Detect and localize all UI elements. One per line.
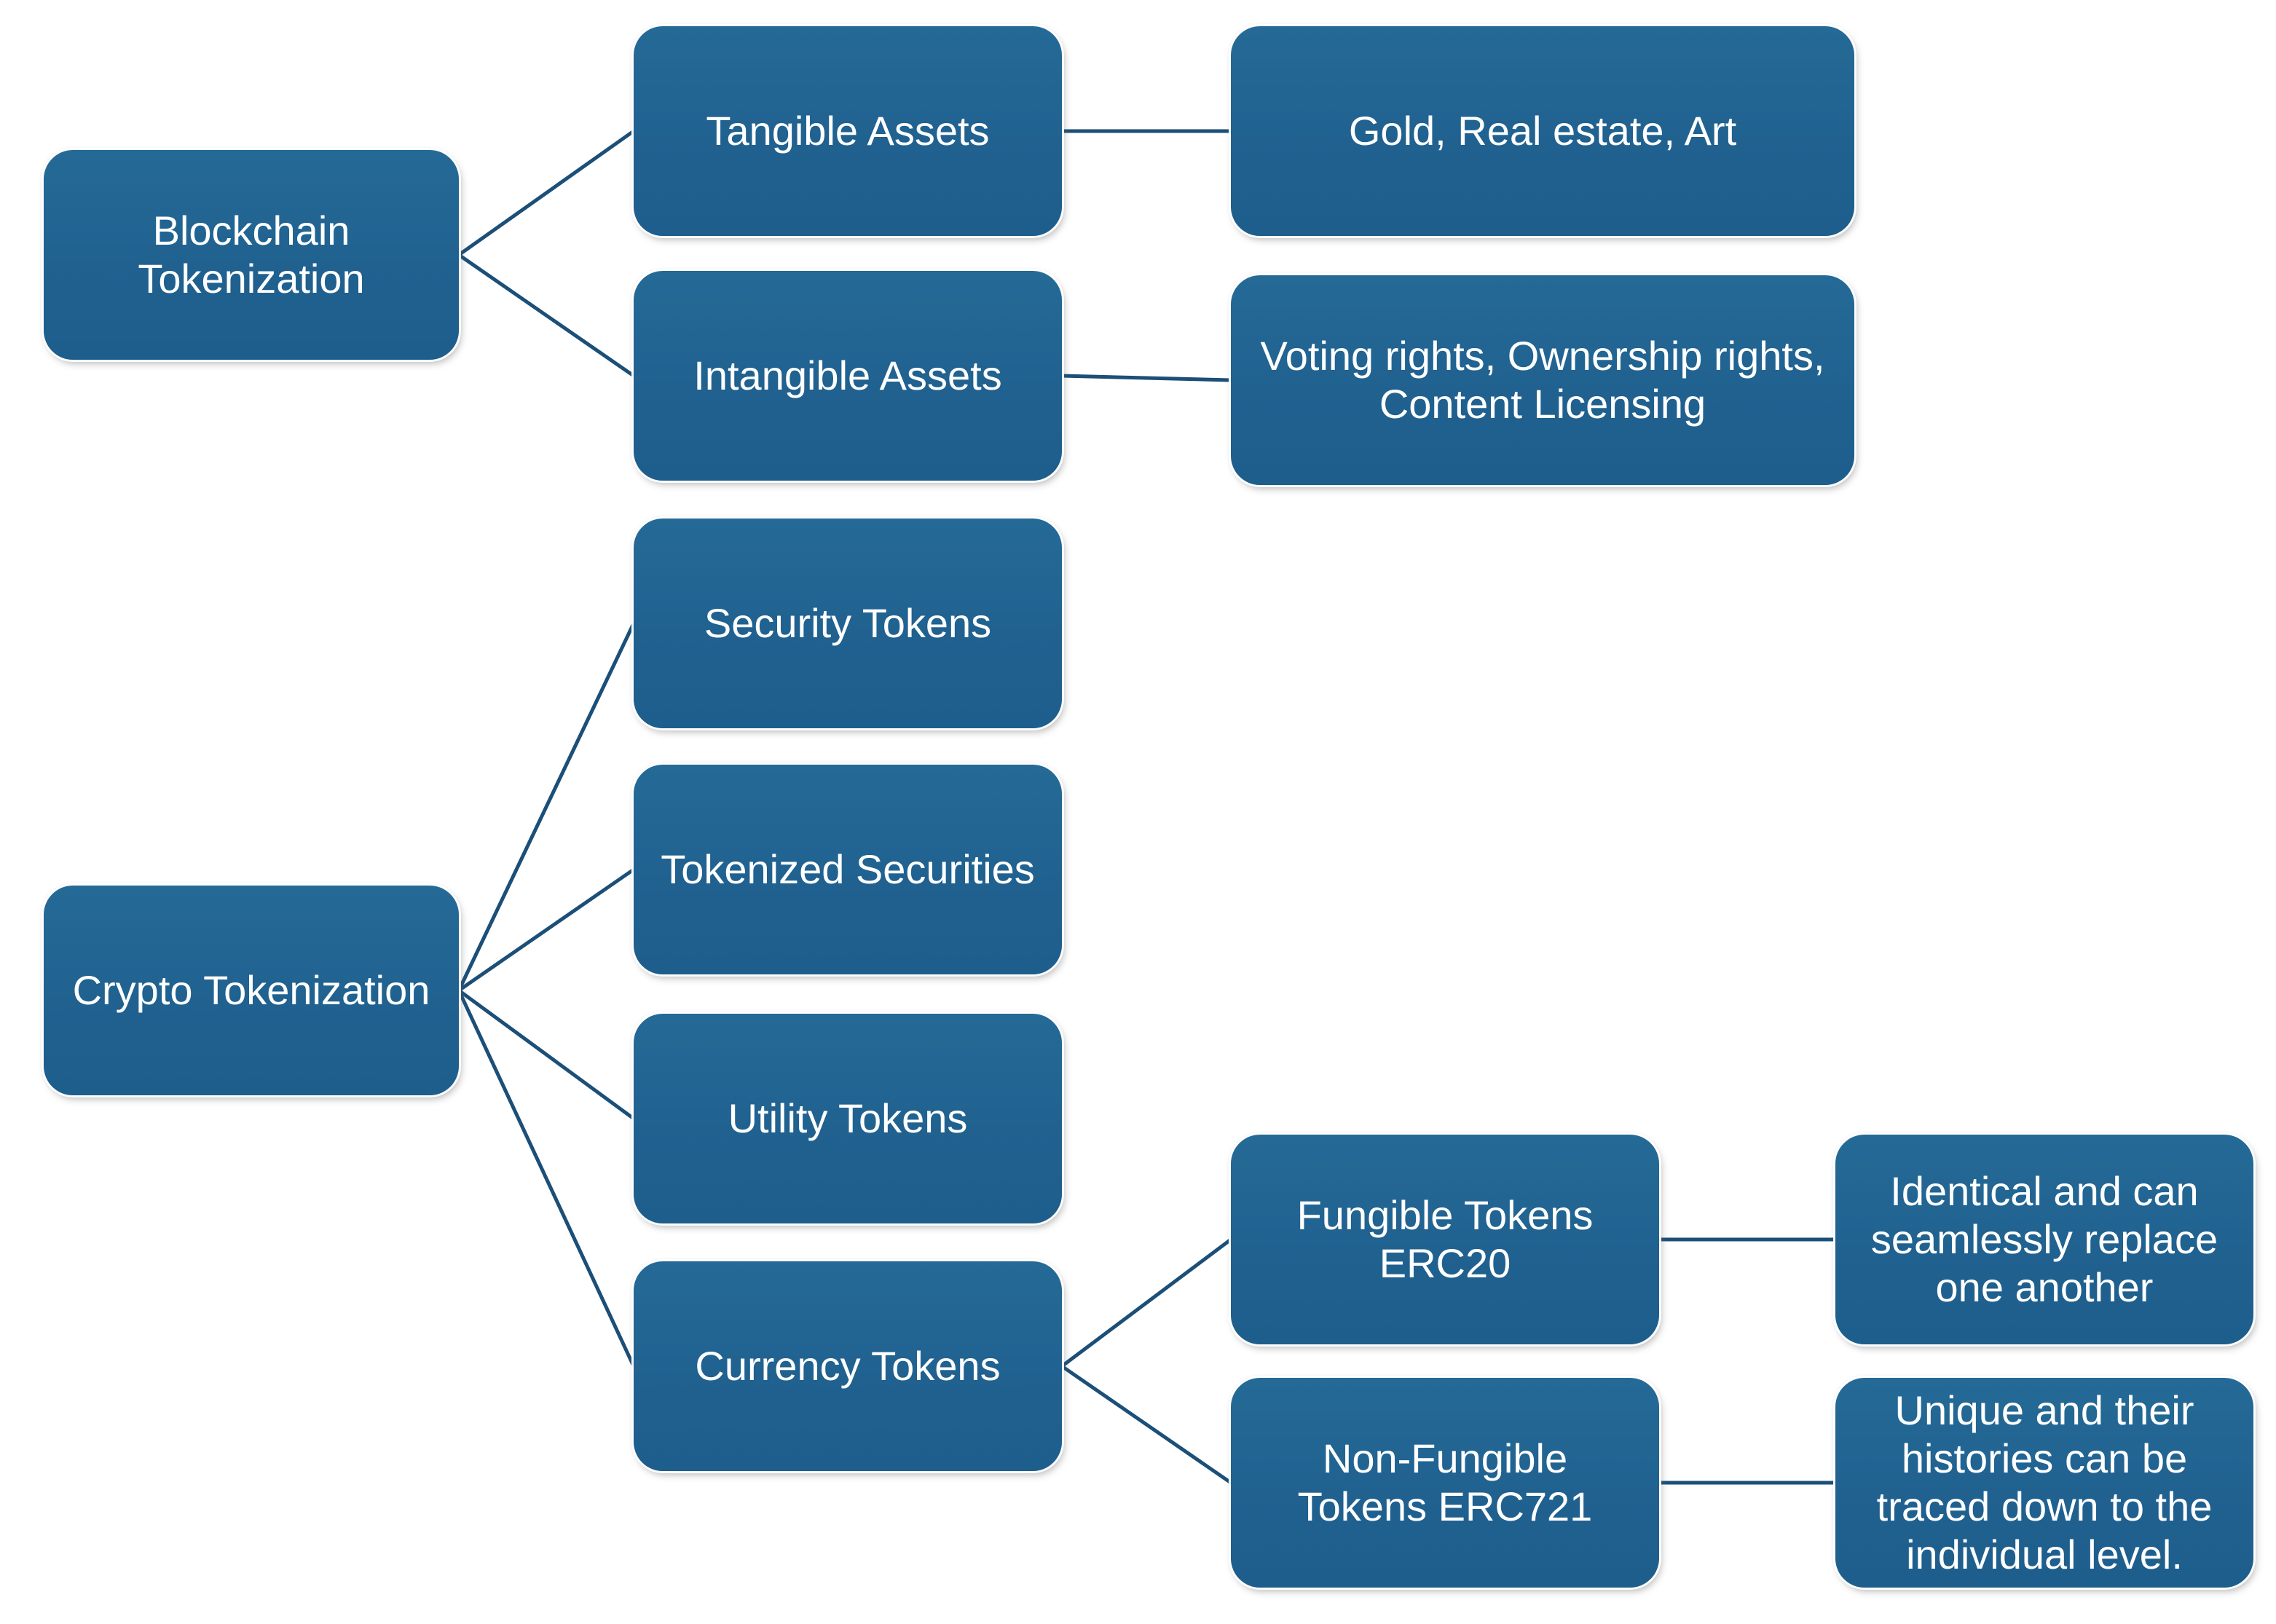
node-label: Blockchain Tokenization: [138, 207, 365, 301]
connector-crypto-tokenized: [457, 867, 635, 993]
connector-blockchain-intangible: [457, 253, 635, 378]
connector-blockchain-tangible: [457, 129, 635, 257]
connector-crypto-currency: [457, 989, 636, 1368]
connector-currency-nonfungible: [1060, 1364, 1232, 1485]
node-currency-tokens: Currency Tokens: [634, 1261, 1062, 1471]
node-label: Utility Tokens: [728, 1095, 968, 1141]
node-label: Unique and their histories can be traced…: [1876, 1387, 2213, 1578]
node-security-tokens: Security Tokens: [634, 519, 1062, 728]
node-utility-tokens: Utility Tokens: [634, 1014, 1062, 1223]
node-label: Identical and can seamlessly replace one…: [1870, 1167, 2218, 1311]
node-label: Fungible Tokens ERC20: [1296, 1191, 1594, 1286]
node-label: Tangible Assets: [706, 107, 990, 154]
node-non-fungible-tokens-erc721: Non-Fungible Tokens ERC721: [1231, 1378, 1659, 1588]
node-tangible-examples: Gold, Real estate, Art: [1231, 26, 1854, 236]
node-label: Voting rights, Ownership rights, Content…: [1260, 332, 1825, 427]
node-intangible-assets: Intangible Assets: [634, 271, 1062, 481]
node-intangible-examples: Voting rights, Ownership rights, Content…: [1231, 275, 1854, 485]
connector-currency-fungible: [1060, 1238, 1232, 1368]
connector-intangible-voting: [1061, 374, 1232, 382]
node-label: Crypto Tokenization: [72, 966, 430, 1013]
node-label: Gold, Real estate, Art: [1348, 107, 1737, 154]
node-crypto-tokenization: Crypto Tokenization: [44, 886, 459, 1095]
node-fungible-description: Identical and can seamlessly replace one…: [1835, 1135, 2253, 1344]
node-non-fungible-description: Unique and their histories can be traced…: [1835, 1378, 2253, 1588]
node-label: Non-Fungible Tokens ERC721: [1297, 1435, 1593, 1529]
node-fungible-tokens-erc20: Fungible Tokens ERC20: [1231, 1135, 1659, 1344]
connector-crypto-security: [457, 622, 636, 992]
node-tangible-assets: Tangible Assets: [634, 26, 1062, 236]
node-label: Intangible Assets: [693, 352, 1002, 398]
node-label: Currency Tokens: [695, 1342, 1001, 1389]
node-label: Security Tokens: [704, 599, 992, 646]
node-label: Tokenized Securities: [661, 845, 1035, 892]
node-tokenized-securities: Tokenized Securities: [634, 765, 1062, 974]
node-blockchain-tokenization: Blockchain Tokenization: [44, 150, 459, 360]
connector-crypto-utility: [457, 988, 635, 1121]
